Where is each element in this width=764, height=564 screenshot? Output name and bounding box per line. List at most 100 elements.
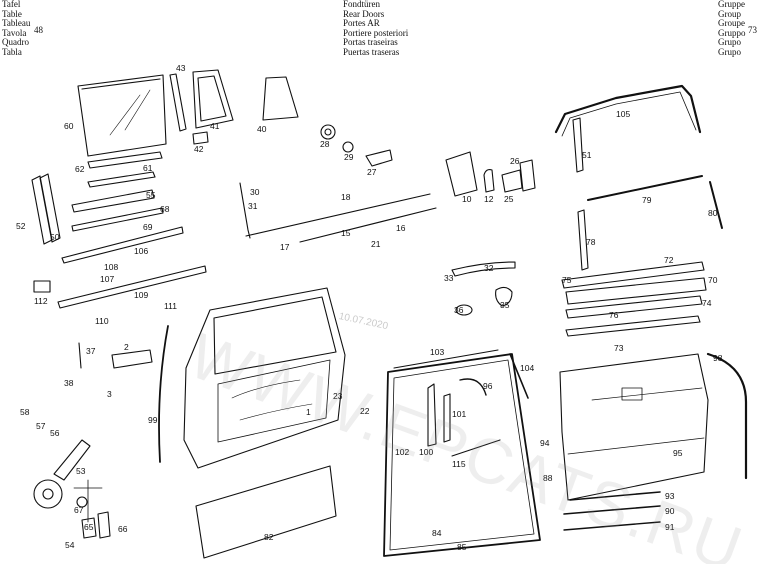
part-label: 103	[430, 347, 444, 357]
part-label: 52	[16, 221, 26, 231]
part-label: 57	[36, 421, 46, 431]
header-label: Group	[718, 8, 741, 19]
part-label: 85	[457, 542, 467, 552]
guide-101	[443, 393, 451, 443]
part-label: 101	[452, 409, 466, 419]
part-label: 55	[146, 190, 156, 200]
strip-62	[87, 151, 163, 169]
header-label: Grupo	[718, 37, 741, 48]
rod-18	[245, 193, 431, 237]
header-label: Quadro	[2, 37, 29, 48]
quarter-glass-40	[262, 76, 299, 121]
handle-32	[451, 261, 516, 277]
lever-27	[365, 149, 393, 167]
part-label: 54	[65, 540, 75, 550]
header-table-labels: Tafel Table Tableau Tavola Quadro Tabla	[2, 0, 30, 58]
part-label: 88	[543, 473, 553, 483]
part-label: 10	[462, 194, 472, 204]
part-label: 18	[341, 192, 351, 202]
part-label: 112	[34, 296, 48, 306]
part-label: 75	[562, 275, 572, 285]
part-label: 32	[484, 263, 494, 273]
quarter-glass-frame-41	[192, 69, 234, 129]
part-label: 60	[64, 121, 74, 131]
part-label: 94	[540, 438, 550, 448]
part-label: 30	[250, 187, 260, 197]
door-shell-1	[183, 287, 346, 469]
part-label: 76	[609, 310, 619, 320]
cover-26	[519, 159, 536, 192]
part-label: 43	[176, 63, 186, 73]
part-label: 78	[586, 237, 596, 247]
seal-98	[706, 352, 748, 480]
part-label: 107	[100, 274, 114, 284]
rail-70	[565, 277, 707, 305]
part-label: 72	[664, 255, 674, 265]
part-label: 58	[20, 407, 30, 417]
part-label: 26	[510, 156, 520, 166]
part-label: 62	[75, 164, 85, 174]
clip-42	[192, 131, 209, 145]
handle-12	[483, 169, 495, 193]
strip-104	[509, 353, 529, 399]
header-label: Tableau	[2, 18, 31, 29]
washer-67	[76, 496, 88, 508]
sound-panel-82	[195, 465, 337, 559]
part-label: 110	[95, 316, 109, 326]
part-label: 27	[367, 167, 377, 177]
part-label: 109	[134, 290, 148, 300]
crank-2	[111, 349, 153, 369]
trim-panel-88	[559, 353, 709, 501]
part-label: 70	[708, 275, 718, 285]
window-glass-60	[77, 74, 167, 157]
part-label: 91	[665, 522, 675, 532]
part-label: 95	[673, 448, 683, 458]
seal-29	[342, 141, 354, 153]
part-label: 74	[702, 298, 712, 308]
header-label: Gruppe	[718, 0, 745, 9]
door-seal-84	[383, 353, 541, 557]
clip-66	[97, 511, 111, 539]
header-titles: Fondtüren Rear Doors Portes AR Portiere …	[343, 0, 408, 58]
regulator-53	[33, 439, 103, 523]
strip-90	[563, 505, 661, 515]
part-label: 84	[432, 528, 442, 538]
header-label: Tafel	[2, 0, 21, 9]
rod-15	[299, 207, 437, 243]
part-label: 111	[164, 301, 177, 311]
header-group-labels: Gruppe Group Groupe Gruppo Grupo Grupo	[718, 0, 746, 58]
part-label: 38	[64, 378, 74, 388]
part-label: 17	[280, 242, 290, 252]
part-label: 108	[104, 262, 118, 272]
part-label: 115	[452, 459, 466, 469]
clip-65	[81, 517, 97, 539]
part-label: 69	[143, 222, 153, 232]
header-title: Puertas traseras	[343, 46, 400, 57]
part-label: 31	[248, 201, 258, 211]
part-label: 28	[320, 139, 330, 149]
part-label: 40	[257, 124, 267, 134]
part-label: 29	[344, 152, 354, 162]
part-label: 99	[148, 415, 158, 425]
lock-ring-28	[320, 124, 336, 140]
strip-91	[563, 521, 661, 531]
channel-43	[169, 73, 187, 132]
strip-93	[569, 491, 661, 501]
strip-96	[459, 378, 487, 396]
channel-51	[572, 117, 584, 173]
part-label: 80	[708, 208, 718, 218]
part-label: 22	[360, 406, 370, 416]
cover-112	[33, 280, 51, 293]
part-label: 104	[520, 363, 534, 373]
part-label: 93	[665, 491, 675, 501]
header-title: Portiere posteriori	[343, 27, 409, 38]
part-label: 33	[444, 273, 454, 283]
part-label: 61	[143, 163, 153, 173]
part-label: 67	[74, 505, 84, 515]
seal-99	[158, 325, 169, 463]
channel-100	[427, 383, 437, 447]
part-label: 41	[210, 121, 220, 131]
header-title: Portes AR	[343, 18, 380, 29]
